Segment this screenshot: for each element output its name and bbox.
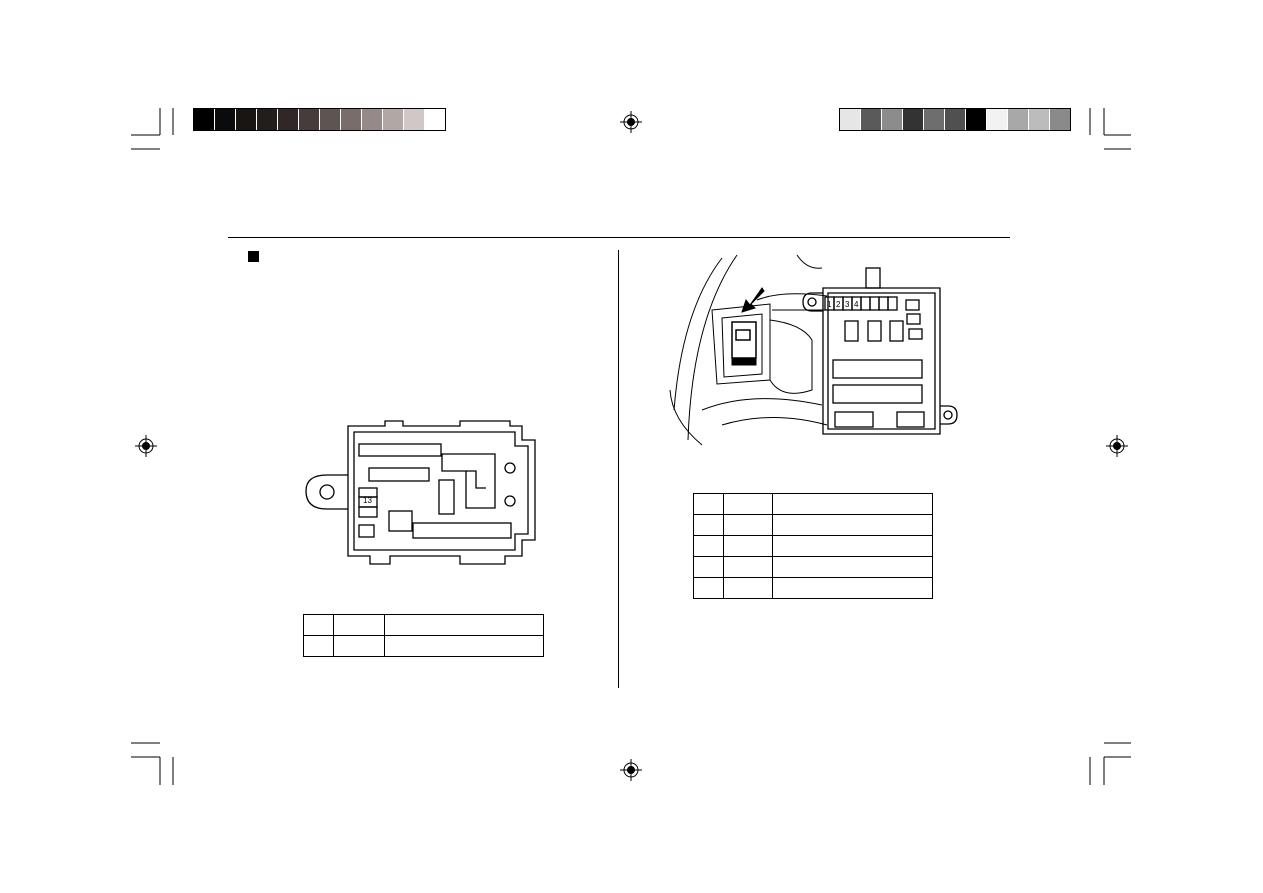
fuse-table-right bbox=[693, 493, 933, 599]
calibration-swatch bbox=[361, 109, 382, 130]
fuse-box-diagram-left: 13 bbox=[305, 420, 536, 565]
registration-mark-bottom bbox=[620, 759, 642, 781]
registration-mark-right bbox=[1106, 435, 1128, 457]
fuse-table-left bbox=[303, 614, 544, 657]
calibration-swatch bbox=[986, 109, 1007, 130]
fuse-number-4: 4 bbox=[854, 300, 859, 309]
calibration-swatch bbox=[298, 109, 319, 130]
table-cell bbox=[723, 577, 773, 599]
table-row bbox=[303, 635, 544, 657]
calibration-swatch bbox=[214, 109, 235, 130]
calibration-swatch bbox=[840, 109, 860, 130]
table-row bbox=[693, 514, 933, 536]
calibration-swatch bbox=[860, 109, 881, 130]
table-cell bbox=[772, 493, 933, 515]
fuse-box-diagram-right: 1 2 3 4 bbox=[802, 267, 958, 435]
registration-mark-left bbox=[135, 435, 157, 457]
table-cell bbox=[693, 493, 724, 515]
calibration-swatch bbox=[194, 109, 214, 130]
table-row bbox=[693, 535, 933, 557]
calibration-swatch bbox=[256, 109, 277, 130]
table-cell bbox=[333, 614, 385, 636]
table-cell bbox=[384, 614, 544, 636]
table-cell bbox=[693, 514, 724, 536]
table-row bbox=[693, 493, 933, 515]
section-marker-icon bbox=[248, 251, 259, 262]
location-arrow-icon bbox=[741, 287, 765, 313]
table-cell bbox=[723, 535, 773, 557]
calibration-swatch bbox=[382, 109, 403, 130]
fuse-number-3: 3 bbox=[845, 300, 850, 309]
table-cell bbox=[333, 635, 385, 657]
calibration-swatch bbox=[235, 109, 256, 130]
table-cell bbox=[384, 635, 544, 657]
dashboard-location-illustration bbox=[669, 254, 828, 446]
calibration-swatch bbox=[965, 109, 986, 130]
calibration-swatch bbox=[1007, 109, 1028, 130]
calibration-swatch bbox=[424, 109, 445, 130]
calibration-swatch bbox=[923, 109, 944, 130]
table-cell bbox=[723, 514, 773, 536]
calibration-swatch bbox=[1049, 109, 1070, 130]
color-calibration-bar-right bbox=[839, 108, 1071, 131]
table-cell bbox=[723, 556, 773, 578]
calibration-swatch bbox=[340, 109, 361, 130]
fuse-number-1: 1 bbox=[827, 300, 832, 309]
table-row bbox=[693, 577, 933, 599]
fuse-number-13: 13 bbox=[363, 496, 372, 505]
calibration-swatch bbox=[944, 109, 965, 130]
calibration-swatch bbox=[403, 109, 424, 130]
table-cell bbox=[772, 514, 933, 536]
table-cell bbox=[723, 493, 773, 515]
table-cell bbox=[772, 556, 933, 578]
table-cell bbox=[693, 577, 724, 599]
table-row bbox=[693, 556, 933, 578]
calibration-swatch bbox=[1028, 109, 1049, 130]
calibration-swatch bbox=[277, 109, 298, 130]
calibration-swatch bbox=[881, 109, 902, 130]
calibration-swatch bbox=[902, 109, 923, 130]
color-calibration-bar-left bbox=[193, 108, 446, 131]
table-cell bbox=[693, 556, 724, 578]
table-cell bbox=[303, 614, 334, 636]
table-cell bbox=[303, 635, 334, 657]
table-cell bbox=[772, 577, 933, 599]
fuse-number-2: 2 bbox=[836, 300, 841, 309]
calibration-swatch bbox=[319, 109, 340, 130]
table-cell bbox=[693, 535, 724, 557]
table-row bbox=[303, 614, 544, 636]
registration-mark-top bbox=[620, 111, 642, 133]
table-cell bbox=[772, 535, 933, 557]
